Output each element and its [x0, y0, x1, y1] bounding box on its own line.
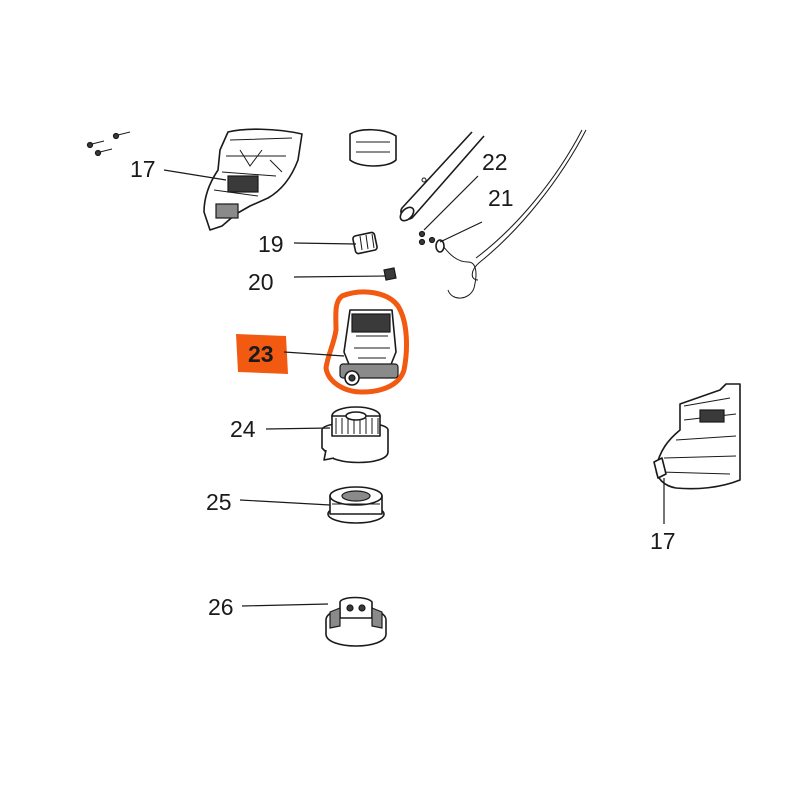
callout-26: 26: [208, 594, 234, 620]
spool-cap: [325, 596, 387, 647]
motor-assembly: [339, 309, 399, 386]
callout-21: 21: [488, 185, 514, 211]
callout-17-right: 17: [650, 528, 676, 554]
shaft-tube: [399, 131, 485, 222]
housing-half-right: [653, 383, 741, 490]
part-20-spring: [383, 267, 397, 281]
callout-24: 24: [230, 416, 256, 442]
motor-highlight-outline: [323, 289, 409, 395]
line-spool: [327, 486, 385, 524]
callout-22: 22: [482, 149, 508, 175]
handle-top-piece: [349, 128, 397, 167]
housing-half-top: [203, 128, 303, 231]
leader-lines: [163, 169, 665, 607]
callout-20: 20: [248, 269, 274, 295]
callout-17-top: 17: [130, 156, 156, 182]
highlight-label-box: [236, 334, 288, 374]
contact-parts: [418, 230, 445, 253]
part-19-cylinder: [352, 231, 378, 255]
power-cable: [439, 129, 587, 299]
callout-23: 23: [248, 341, 274, 367]
callout-19: 19: [258, 231, 284, 257]
gear-housing: [321, 406, 389, 464]
callout-25: 25: [206, 489, 232, 515]
screws: [86, 131, 131, 157]
